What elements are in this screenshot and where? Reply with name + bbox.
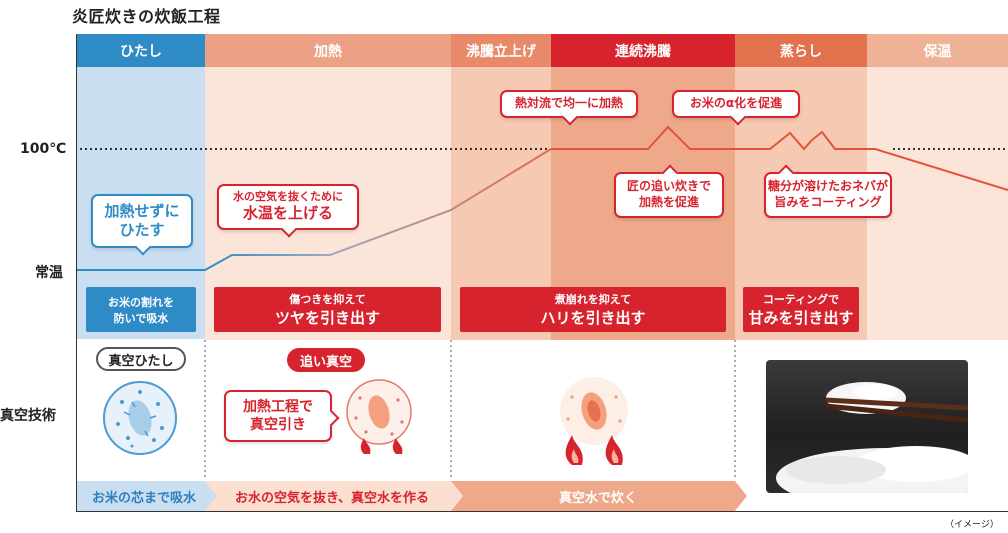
rice-grain-soak-icon [102,380,178,456]
arrow-remove-air-label: お水の空気を抜き、真空水を作る [234,491,430,506]
y-axis-line [76,34,77,512]
stage-keep-warm: 保温 [867,34,1008,67]
arrow-cook-vacuum [451,481,747,511]
effect-steam: コーティングで 甘みを引き出す [743,287,859,332]
callout-alpha: お米のα化を促進 [672,90,800,126]
curve-heat [204,148,552,271]
stage-steam: 蒸らし [735,34,867,67]
footnote: （イメージ） [945,520,999,530]
chase-vacuum-pill: 追い真空 [287,348,365,372]
effect-heat: 傷つきを抑えて ツヤを引き出す [214,287,441,332]
arrow-absorb-label: お米の芯まで吸水 [91,491,196,506]
callout-soak: 加熱せずに ひたす [91,194,193,256]
arrow-cook-vacuum-label: 真空水で炊く [558,491,637,506]
cooked-rice-photo [766,360,968,493]
callout-sugar: 糖分が溶けたおネバが 旨みをコーティング [764,164,892,218]
stage-continuous-boil: 連続沸騰 [551,34,735,67]
arrow-absorb [77,481,217,511]
callout-vacuum-heat: 加熱工程で 真空引き [224,390,340,442]
callout-heat: 水の空気を抜くために 水温を上げる [217,184,359,238]
label-100c: 100℃ [20,141,67,157]
label-vacuum-tech: 真空技術 [0,408,56,424]
rice-grain-heat-icon [344,378,414,464]
arrow-remove-air [205,481,463,511]
page-title: 炎匠炊きの炊飯工程 [72,7,221,26]
effect-boil: 煮崩れを抑えて ハリを引き出す [460,287,726,332]
curve-boil [551,125,1008,191]
label-room-temp: 常温 [35,265,63,281]
bottom-axis-line [76,511,1008,512]
rice-grain-boil-icon [556,375,632,467]
callout-takumi: 匠の追い炊きで 加熱を促進 [614,164,724,218]
stage-boil-up: 沸騰立上げ [451,34,551,67]
effect-soak: お米の割れを 防いで吸水 [86,287,196,332]
stage-heat: 加熱 [205,34,451,67]
callout-convection: 熱対流で均一に加熱 [500,90,638,126]
stage-soak: ひたし [77,34,205,67]
vacuum-soak-pill: 真空ひたし [96,347,186,371]
